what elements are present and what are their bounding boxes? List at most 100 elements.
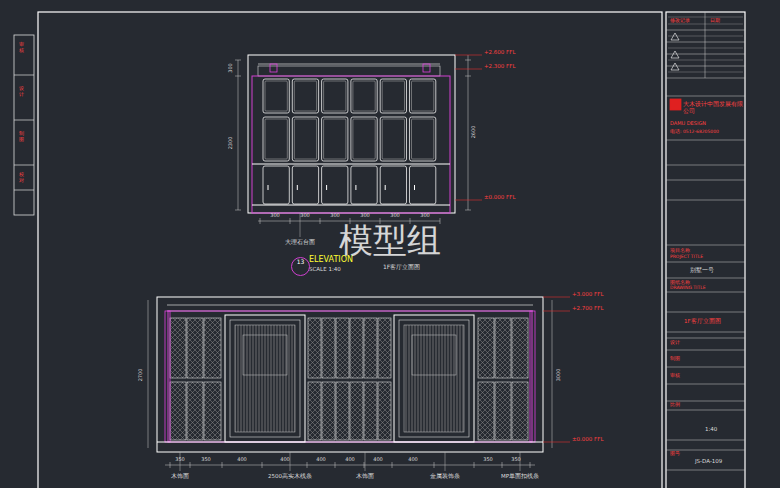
line-rect (350, 382, 363, 440)
line (666, 440, 745, 441)
line-rect (322, 117, 348, 161)
line-rect (322, 79, 348, 113)
line-rect (380, 79, 406, 113)
line (668, 48, 743, 49)
line (666, 66, 745, 67)
line (365, 452, 366, 471)
line-rect (410, 166, 436, 204)
line (666, 165, 745, 166)
line (666, 200, 745, 201)
line-rect (294, 81, 316, 111)
line-rect (364, 318, 377, 378)
line (668, 24, 743, 25)
line (165, 465, 535, 466)
revision-triangle (671, 33, 679, 40)
line-rect (170, 318, 186, 378)
line (666, 180, 745, 181)
title-cell: DAMU DESIGN (670, 121, 706, 127)
line (666, 245, 745, 246)
line (434, 462, 435, 468)
line (385, 185, 386, 190)
line (392, 462, 393, 468)
line-rect (204, 318, 221, 378)
line-rect (292, 117, 318, 161)
line (258, 64, 440, 65)
line-rect (350, 318, 363, 378)
line-rect (382, 81, 404, 111)
line (235, 210, 241, 211)
line-rect (252, 76, 450, 213)
callout-circle: 13 (291, 257, 310, 276)
scale-note: SCALE 1:40 (309, 266, 341, 272)
line-rect (263, 117, 289, 161)
title-cell: 日期 (710, 18, 720, 24)
callout-note: 金属装饰条 (430, 473, 460, 479)
dimension: 350 (175, 457, 185, 463)
line (307, 462, 308, 468)
line-rect (324, 119, 346, 159)
title-cell: 电话: 0512-68205000 (670, 130, 719, 135)
line (455, 69, 482, 70)
level-mark: ±0.000 FFL (484, 194, 516, 200)
callout-note: MP单面扣线条 (501, 473, 539, 479)
dimension: 3000 (556, 369, 562, 382)
line (260, 218, 261, 224)
dimension: 2300 (228, 137, 234, 150)
callout-number: 13 (292, 258, 309, 266)
line (157, 442, 543, 443)
line (474, 462, 475, 468)
line-rect (351, 166, 377, 204)
line (668, 72, 743, 73)
line-rect (512, 382, 528, 440)
line-rect (263, 166, 289, 204)
line-rect (292, 79, 318, 113)
line (666, 96, 745, 97)
line-rect (38, 12, 662, 488)
line (705, 12, 706, 78)
line (543, 297, 570, 298)
callout-note: 大理石台面 (285, 239, 315, 245)
dimension: 400 (280, 457, 290, 463)
line (320, 218, 321, 224)
title-cell: DRAWING TITLE (670, 286, 705, 291)
sign-cell: 制图 (19, 131, 24, 142)
line-rect (336, 318, 349, 378)
line-rect (230, 320, 300, 437)
line-rect (336, 382, 349, 440)
line (268, 185, 269, 190)
line (465, 60, 471, 61)
linework (14, 12, 745, 488)
line-rect (265, 81, 287, 111)
revision-triangle (671, 51, 679, 58)
line (297, 185, 298, 190)
dimension: 300 (330, 213, 340, 219)
sign-cell: 审核 (19, 42, 24, 53)
title-cell: 制图 (670, 356, 680, 362)
title-cell: 项目名称 (670, 248, 690, 254)
company-name: 大木设计中国发展有限公司 (683, 101, 744, 114)
line (252, 164, 450, 165)
line (167, 305, 533, 306)
line-rect (382, 119, 404, 159)
line-rect (364, 382, 377, 440)
dimension: 400 (373, 457, 383, 463)
line-rect (495, 382, 511, 440)
line-rect (204, 382, 221, 440)
line (252, 205, 450, 206)
line (235, 76, 241, 77)
line-rect (187, 318, 203, 378)
title-cell: 修改记录 (670, 18, 690, 24)
title-cell: JS-DA-109 (695, 458, 722, 464)
title-cell: 设计 (670, 340, 680, 346)
line-rect (258, 66, 440, 76)
line (170, 462, 171, 468)
line-rect (157, 297, 543, 452)
revision-triangle (671, 63, 679, 70)
line (14, 120, 34, 121)
line (552, 300, 553, 448)
line (666, 54, 745, 55)
line-rect (187, 382, 203, 440)
line (543, 442, 570, 443)
line-rect (666, 12, 745, 488)
dimension: 400 (408, 457, 418, 463)
